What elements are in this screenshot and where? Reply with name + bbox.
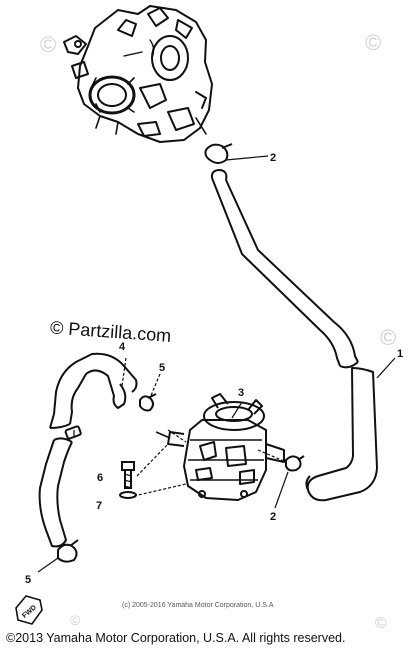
brand-watermark: © Partzilla.com: [49, 317, 171, 345]
part-label-2-bottom: 2: [270, 511, 276, 523]
fuel-hose-left: [38, 352, 138, 548]
part-label-7: 7: [96, 500, 102, 512]
part-label-1: 1: [397, 348, 403, 360]
leader-lines: [37, 155, 396, 573]
carburetor-illustration: [63, 5, 213, 143]
part-label-5-lower: 5: [25, 574, 31, 586]
copyright-notice: ©2013 Yamaha Motor Corporation, U.S.A. A…: [6, 631, 345, 645]
watermark-mark: ©: [70, 612, 81, 628]
return-hose: [305, 367, 378, 502]
fuel-pump-illustration: [155, 393, 285, 501]
part-label-2-top: 2: [270, 152, 276, 164]
hose-clamps: [57, 393, 305, 563]
part-label-6: 6: [97, 472, 103, 484]
watermark-mark: ©: [365, 30, 381, 55]
watermark-mark: ©: [40, 32, 56, 57]
fuel-hose-main: [210, 169, 359, 369]
watermark-mark: ©: [380, 325, 396, 350]
diagram-credit: (c) 2005-2016 Yamaha Motor Corporation, …: [122, 602, 274, 609]
part-callouts: 2 1 4 5 3 6 7 2 5: [25, 152, 403, 586]
watermark-layer: © © © © ©: [40, 30, 396, 632]
part-label-3: 3: [238, 387, 244, 399]
forward-direction-marker: FWD: [15, 595, 43, 625]
forward-arrow-icon: [15, 595, 43, 625]
part-label-5-upper: 5: [159, 362, 165, 374]
watermark-mark: ©: [375, 615, 387, 632]
screw-and-washer: [119, 461, 137, 499]
part-label-4: 4: [119, 341, 126, 353]
